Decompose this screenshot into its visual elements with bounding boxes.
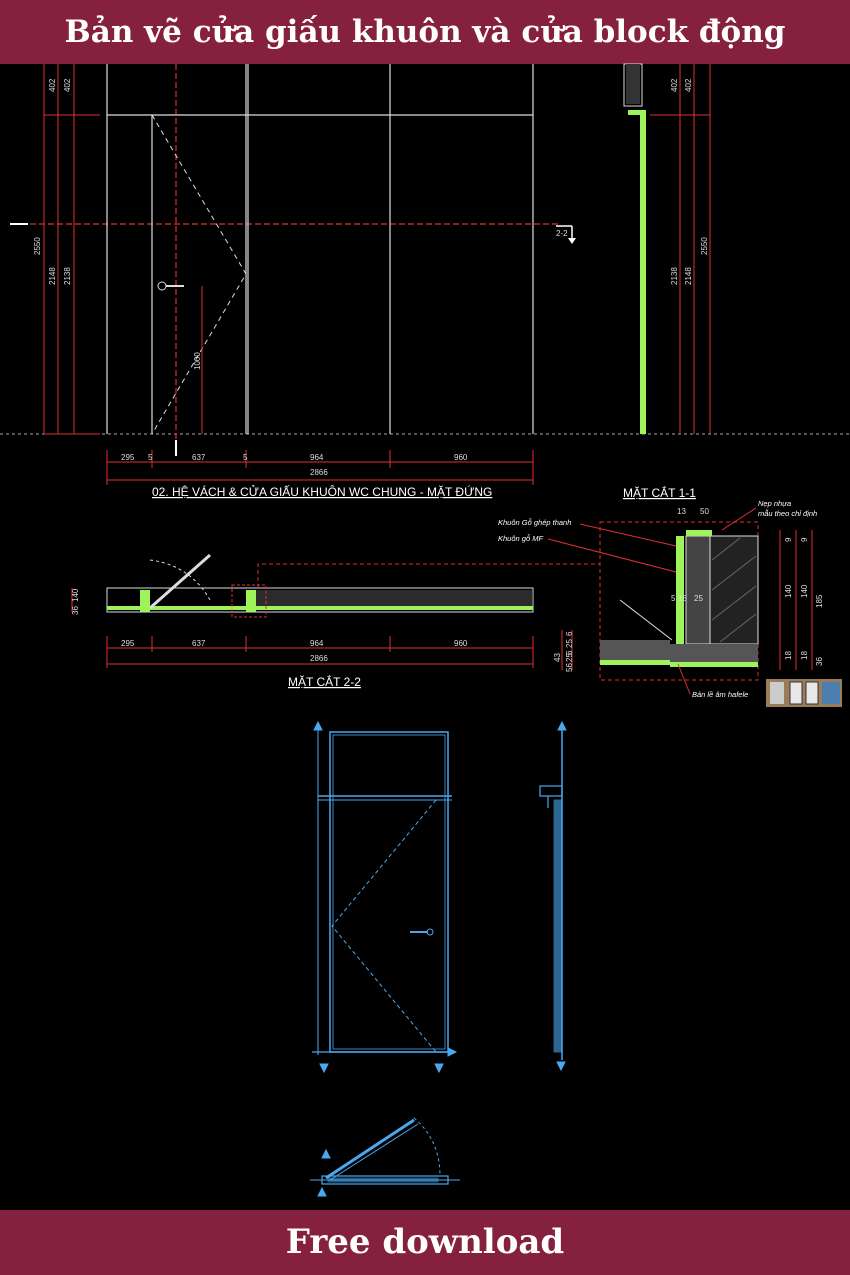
s22-dim-637: 637: [192, 639, 206, 648]
s11-dim-r9b: 9: [800, 537, 809, 542]
s11-dim-50: 50: [700, 507, 709, 516]
s11-dim-25: 25: [694, 594, 703, 603]
s11-dim-5: 5: [671, 594, 676, 603]
label-khuon-go-mf: Khuôn gỗ MF: [498, 534, 543, 543]
s11-dim-r9a: 9: [784, 537, 793, 542]
s22-dim-140: 140: [71, 588, 80, 602]
s11-dim-l43: 43: [553, 653, 562, 662]
side-dim-402b: 402: [684, 78, 693, 92]
s22-dim-295: 295: [121, 639, 135, 648]
section11-title: MẶT CẮT 1-1: [623, 485, 696, 500]
elevation-view: 402 402 2550 2148 2138 1000 2-2: [0, 64, 850, 499]
s11-dim-l25b: 25: [565, 653, 574, 662]
s11-dim-l6b: 6: [565, 650, 574, 655]
label-nep-nhua: Nẹp nhựa: [758, 499, 791, 508]
dim-402-b: 402: [63, 78, 72, 92]
s11-dim-r140a: 140: [784, 584, 793, 598]
block-door-section: [539, 720, 567, 1072]
s11-dim-r185: 185: [815, 594, 824, 608]
block-door-elevation: [312, 720, 458, 1074]
download-banner[interactable]: Free download: [0, 1210, 850, 1275]
dim-2138: 2138: [63, 267, 72, 285]
side-dim-2148: 2148: [684, 267, 693, 285]
side-dim-2550: 2550: [700, 237, 709, 255]
s11-dim-l25: 25: [565, 639, 574, 648]
dim-b-5a: 5: [148, 453, 153, 462]
s22-dim-964: 964: [310, 639, 324, 648]
s11-dim-13: 13: [677, 507, 686, 516]
s22-dim-total: 2866: [310, 654, 328, 663]
section-marker: 2-2: [556, 229, 568, 238]
section22-title: MẶT CẮT 2-2: [288, 674, 361, 689]
label-ban-le: Bản lề âm hafele: [692, 690, 748, 699]
side-section-view: 402 402 2138 2148 2550: [623, 63, 711, 434]
side-dim-402a: 402: [670, 78, 679, 92]
hinge-photo: [766, 679, 842, 707]
s11-dim-r18b: 18: [800, 651, 809, 660]
s11-dim-r36: 36: [815, 657, 824, 666]
dim-2148: 2148: [48, 267, 57, 285]
dim-2550: 2550: [33, 237, 42, 255]
dim-402-a: 402: [48, 78, 57, 92]
label-mau-theo: mẫu theo chỉ định: [758, 509, 817, 518]
section-1-1-view: MẶT CẮT 1-1 Khuôn Gỗ ghép thanh Khuôn gỗ…: [498, 485, 842, 707]
s11-dim-r140b: 140: [800, 584, 809, 598]
elevation-title: 02. HỆ VÁCH & CỬA GIẤU KHUÔN WC CHUNG - …: [152, 484, 492, 499]
dim-b-964: 964: [310, 453, 324, 462]
s11-dim-l6: 6: [565, 631, 574, 636]
s22-dim-36: 36: [71, 606, 80, 615]
s11-dim-18: 18: [678, 594, 687, 603]
label-khuon-go-ghep: Khuôn Gỗ ghép thanh: [498, 518, 571, 527]
s22-dim-960: 960: [454, 639, 468, 648]
dim-handle: 1000: [193, 352, 202, 370]
s11-dim-r18a: 18: [784, 651, 793, 660]
section-2-2-view: 36 140 295 637 964 960 2866 MẶT CẮT 2-2: [71, 553, 600, 689]
dim-b-637: 637: [192, 453, 206, 462]
dim-b-total: 2866: [310, 468, 328, 477]
dim-b-5b: 5: [243, 453, 248, 462]
dim-b-295: 295: [121, 453, 135, 462]
dim-b-960: 960: [454, 453, 468, 462]
title-banner: Bản vẽ cửa giấu khuôn và cửa block động: [0, 0, 850, 64]
block-door-plan: [310, 1117, 460, 1197]
s11-dim-l56: 56: [565, 663, 574, 672]
side-dim-2138: 2138: [670, 267, 679, 285]
